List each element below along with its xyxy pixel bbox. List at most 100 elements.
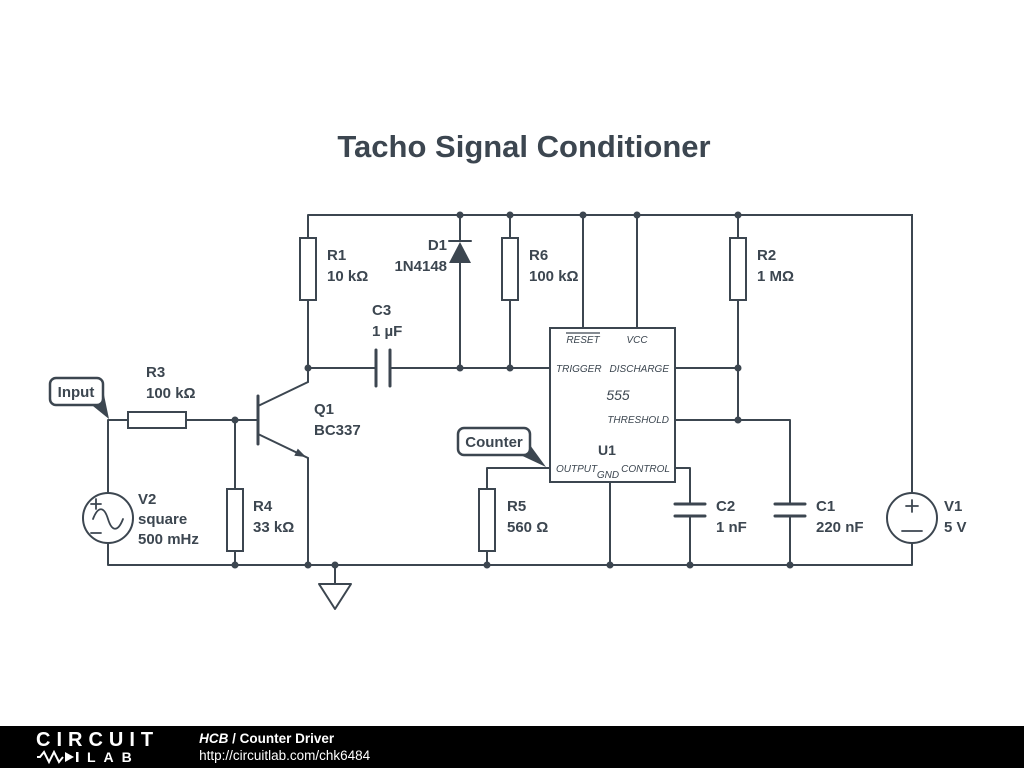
junction-dot: [483, 561, 491, 569]
label-r2-value: 1 MΩ: [757, 268, 794, 285]
circuit-name: Counter Driver: [239, 731, 335, 746]
logo-waveform-icon: [37, 750, 79, 764]
capacitor-plates: [673, 502, 707, 518]
label-r3-ref: R3: [146, 364, 165, 381]
circuitlab-logo: CIRCUIT LAB: [36, 730, 159, 765]
junction-dot: [686, 561, 694, 569]
junction-dot: [734, 364, 742, 372]
label-c3-ref: C3: [372, 302, 391, 319]
emitter-arrow: [294, 448, 306, 457]
label-r6-value: 100 kΩ: [529, 268, 579, 285]
label-v1-ref: V1: [944, 498, 962, 515]
flag-input: Input: [48, 376, 109, 419]
label-v2-ref: V2: [138, 491, 156, 508]
junction-dot: [633, 211, 641, 219]
polarity-marks: [90, 498, 102, 534]
flag-counter-label: Counter: [465, 434, 523, 451]
label-c1-value: 220 nF: [816, 519, 864, 536]
schematic-canvas: Tacho Signal Conditioner R1 10 kΩ D1: [48, 129, 967, 610]
pin-control: CONTROL: [621, 464, 670, 475]
pin-trigger: TRIGGER: [556, 364, 602, 375]
transistor-leads: [257, 367, 309, 566]
pin-reset: RESET: [566, 335, 600, 346]
label-r6-ref: R6: [529, 247, 548, 264]
label-r3-value: 100 kΩ: [146, 385, 196, 402]
resistor-r4: R4 33 kΩ: [226, 488, 294, 552]
resistor-body: [226, 488, 244, 552]
junction-dot: [579, 211, 587, 219]
title-separator: /: [228, 731, 240, 746]
footer-info: HCB / Counter Driver http://circuitlab.c…: [199, 730, 370, 764]
junction-dot: [231, 561, 239, 569]
junction-dot: [456, 364, 464, 372]
logo-text-lab: LAB: [87, 748, 140, 765]
footer-bar: CIRCUIT LAB HCB / Counter Driver http://…: [0, 726, 1024, 768]
junction-dot: [606, 561, 614, 569]
source-v1: V1 5 V: [886, 492, 967, 544]
label-r4-ref: R4: [253, 498, 273, 515]
capacitor-c2: C2 1 nF: [673, 498, 747, 536]
wires: [107, 214, 913, 585]
junction-dot: [734, 416, 742, 424]
transistor-q1: Q1 BC337: [256, 367, 361, 566]
label-r1-value: 10 kΩ: [327, 268, 368, 285]
capacitor-c3: C3 1 µF: [372, 302, 402, 388]
label-v1-value: 5 V: [944, 519, 967, 536]
junction-dot: [506, 211, 514, 219]
pin-gnd: GND: [597, 470, 619, 481]
sine-wave-icon: [92, 508, 124, 530]
resistor-r3: R3 100 kΩ: [127, 364, 196, 429]
label-v2-value2: 500 mHz: [138, 531, 199, 548]
source-v2: V2 square 500 mHz: [82, 491, 199, 548]
label-u1-ref: U1: [598, 442, 616, 458]
label-r1-ref: R1: [327, 247, 346, 264]
junction-dot: [456, 211, 464, 219]
label-c1-ref: C1: [816, 498, 835, 515]
junction-dot: [786, 561, 794, 569]
label-c3-value: 1 µF: [372, 323, 402, 340]
ic-part-number: 555: [606, 387, 630, 403]
label-v2-value: square: [138, 511, 187, 528]
resistor-r2: R2 1 MΩ: [729, 237, 794, 301]
junction-dot: [231, 416, 239, 424]
diode-arrow: [449, 242, 471, 263]
junction-dots: [231, 211, 794, 569]
flag-box: [48, 376, 105, 407]
label-d1-ref: D1: [428, 237, 447, 254]
resistor-body: [729, 237, 747, 301]
label-c2-ref: C2: [716, 498, 735, 515]
capacitor-plates: [773, 502, 807, 518]
label-c2-value: 1 nF: [716, 519, 747, 536]
junction-dot: [331, 561, 339, 569]
resistor-body: [299, 237, 317, 301]
logo-bottom-row: LAB: [36, 748, 159, 765]
junction-dot: [734, 211, 742, 219]
diode-d1: D1 1N4148: [394, 237, 472, 275]
resistor-body: [501, 237, 519, 301]
flag-box: [456, 426, 532, 457]
pin-threshold: THRESHOLD: [607, 415, 669, 426]
ic-body: [549, 327, 676, 483]
junction-dot: [506, 364, 514, 372]
pin-discharge: DISCHARGE: [610, 364, 670, 375]
ground-triangle: [318, 583, 352, 610]
author-name: HCB: [199, 731, 229, 746]
flag-input-label: Input: [58, 384, 95, 401]
polarity-marks: [901, 499, 923, 532]
resistor-body: [478, 488, 496, 552]
circuit-title-line: HCB / Counter Driver: [199, 730, 370, 747]
source-body: [886, 492, 938, 544]
resistor-r5: R5 560 Ω: [478, 488, 548, 552]
page-title: Tacho Signal Conditioner: [337, 129, 710, 164]
logo-text-circuit: CIRCUIT: [36, 728, 160, 751]
label-q1-value: BC337: [314, 422, 361, 439]
label-d1-value: 1N4148: [394, 258, 447, 275]
label-r5-value: 560 Ω: [507, 519, 548, 536]
label-q1-ref: Q1: [314, 401, 334, 418]
wire-net: [107, 214, 913, 585]
capacitor-plates: [374, 348, 392, 388]
resistor-r6: R6 100 kΩ: [501, 237, 579, 301]
capacitor-c1: C1 220 nF: [773, 498, 864, 536]
label-r2-ref: R2: [757, 247, 776, 264]
resistor-body: [127, 411, 187, 429]
